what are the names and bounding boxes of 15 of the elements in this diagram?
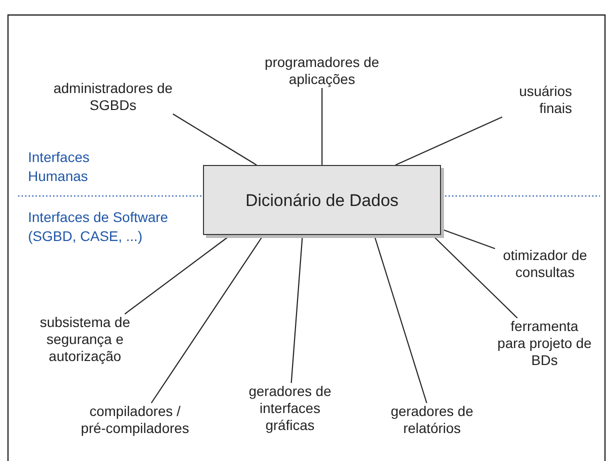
node-label: programadores de aplicações [252,54,392,88]
connector-line [172,114,257,166]
central-box: Dicionário de Dados [203,165,441,235]
node-label: ferramenta para projeto de BDs [496,318,593,369]
connector-line [321,88,323,165]
connector-line [395,116,502,166]
section-label: Interfaces Humanas [28,148,90,186]
node-label: geradores de relatórios [387,403,477,437]
section-label: Interfaces de Software (SGBD, CASE, ...) [28,208,170,246]
node-label: otimizador de consultas [495,247,595,281]
node-label: geradores de interfaces gráficas [245,383,335,434]
node-label: subsistema de segurança e autorização [35,314,135,365]
node-label: administradores de SGBDs [43,80,183,114]
node-label: usuários finais [500,83,572,117]
node-label: compiladores / pré-compiladores [77,403,193,437]
